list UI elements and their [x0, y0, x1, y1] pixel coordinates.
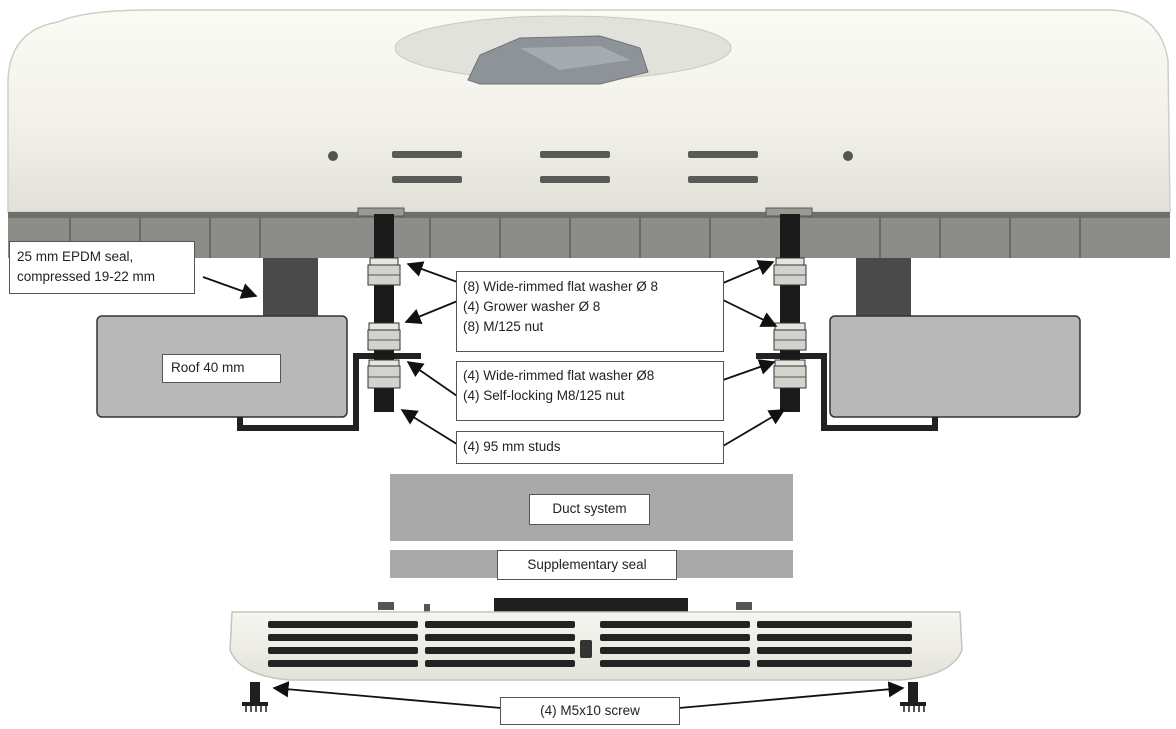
roof-right	[756, 315, 1081, 431]
roof-label: Roof 40 mm	[162, 354, 281, 383]
upper-fasteners-line1: (8) Wide-rimmed flat washer Ø 8	[463, 279, 659, 294]
upper-fasteners-label: (8) Wide-rimmed flat washer Ø 8 (4) Grow…	[456, 271, 724, 352]
leader-arrows	[202, 260, 905, 709]
lower-fasteners-label: (4) Wide-rimmed flat washer Ø8 (4) Self-…	[456, 361, 724, 421]
interior-unit	[229, 598, 963, 681]
screw-right	[900, 682, 926, 712]
epdm-seal-left	[263, 258, 318, 316]
epdm-seal-label-line1: 25 mm EPDM seal,	[17, 249, 134, 264]
screws-label-text: (4) M5x10 screw	[540, 703, 640, 718]
screws-label: (4) M5x10 screw	[500, 697, 680, 725]
roof-label-text: Roof 40 mm	[171, 360, 245, 375]
upper-fasteners-line3: (8) M/125 nut	[463, 319, 544, 334]
interior-vents	[268, 621, 912, 667]
studs-label-text: (4) 95 mm studs	[463, 439, 561, 454]
epdm-seal-label-line2: compressed 19-22 mm	[17, 269, 156, 284]
supplementary-seal-label-text: Supplementary seal	[527, 557, 647, 572]
housing-vents	[392, 151, 758, 183]
stud-assembly-right	[765, 207, 813, 412]
duct-system-label: Duct system	[529, 494, 650, 525]
epdm-seal-label: 25 mm EPDM seal, compressed 19-22 mm	[9, 241, 195, 294]
rooftop-housing	[7, 9, 1171, 213]
studs-label: (4) 95 mm studs	[456, 431, 724, 464]
lower-fasteners-line1: (4) Wide-rimmed flat washer Ø8	[463, 368, 655, 383]
rooftop-unit	[7, 9, 1171, 258]
base-frame	[8, 212, 1170, 258]
screw-left	[242, 682, 268, 712]
upper-fasteners-line2: (4) Grower washer Ø 8	[463, 299, 601, 314]
stud-assembly-left	[357, 207, 405, 412]
lower-fasteners-line2: (4) Self-locking M8/125 nut	[463, 388, 625, 403]
duct-system-label-text: Duct system	[552, 501, 627, 516]
epdm-seal-right	[856, 258, 911, 316]
screw-hole-left	[328, 151, 338, 161]
screw-hole-right	[843, 151, 853, 161]
supplementary-seal-label: Supplementary seal	[497, 550, 677, 580]
